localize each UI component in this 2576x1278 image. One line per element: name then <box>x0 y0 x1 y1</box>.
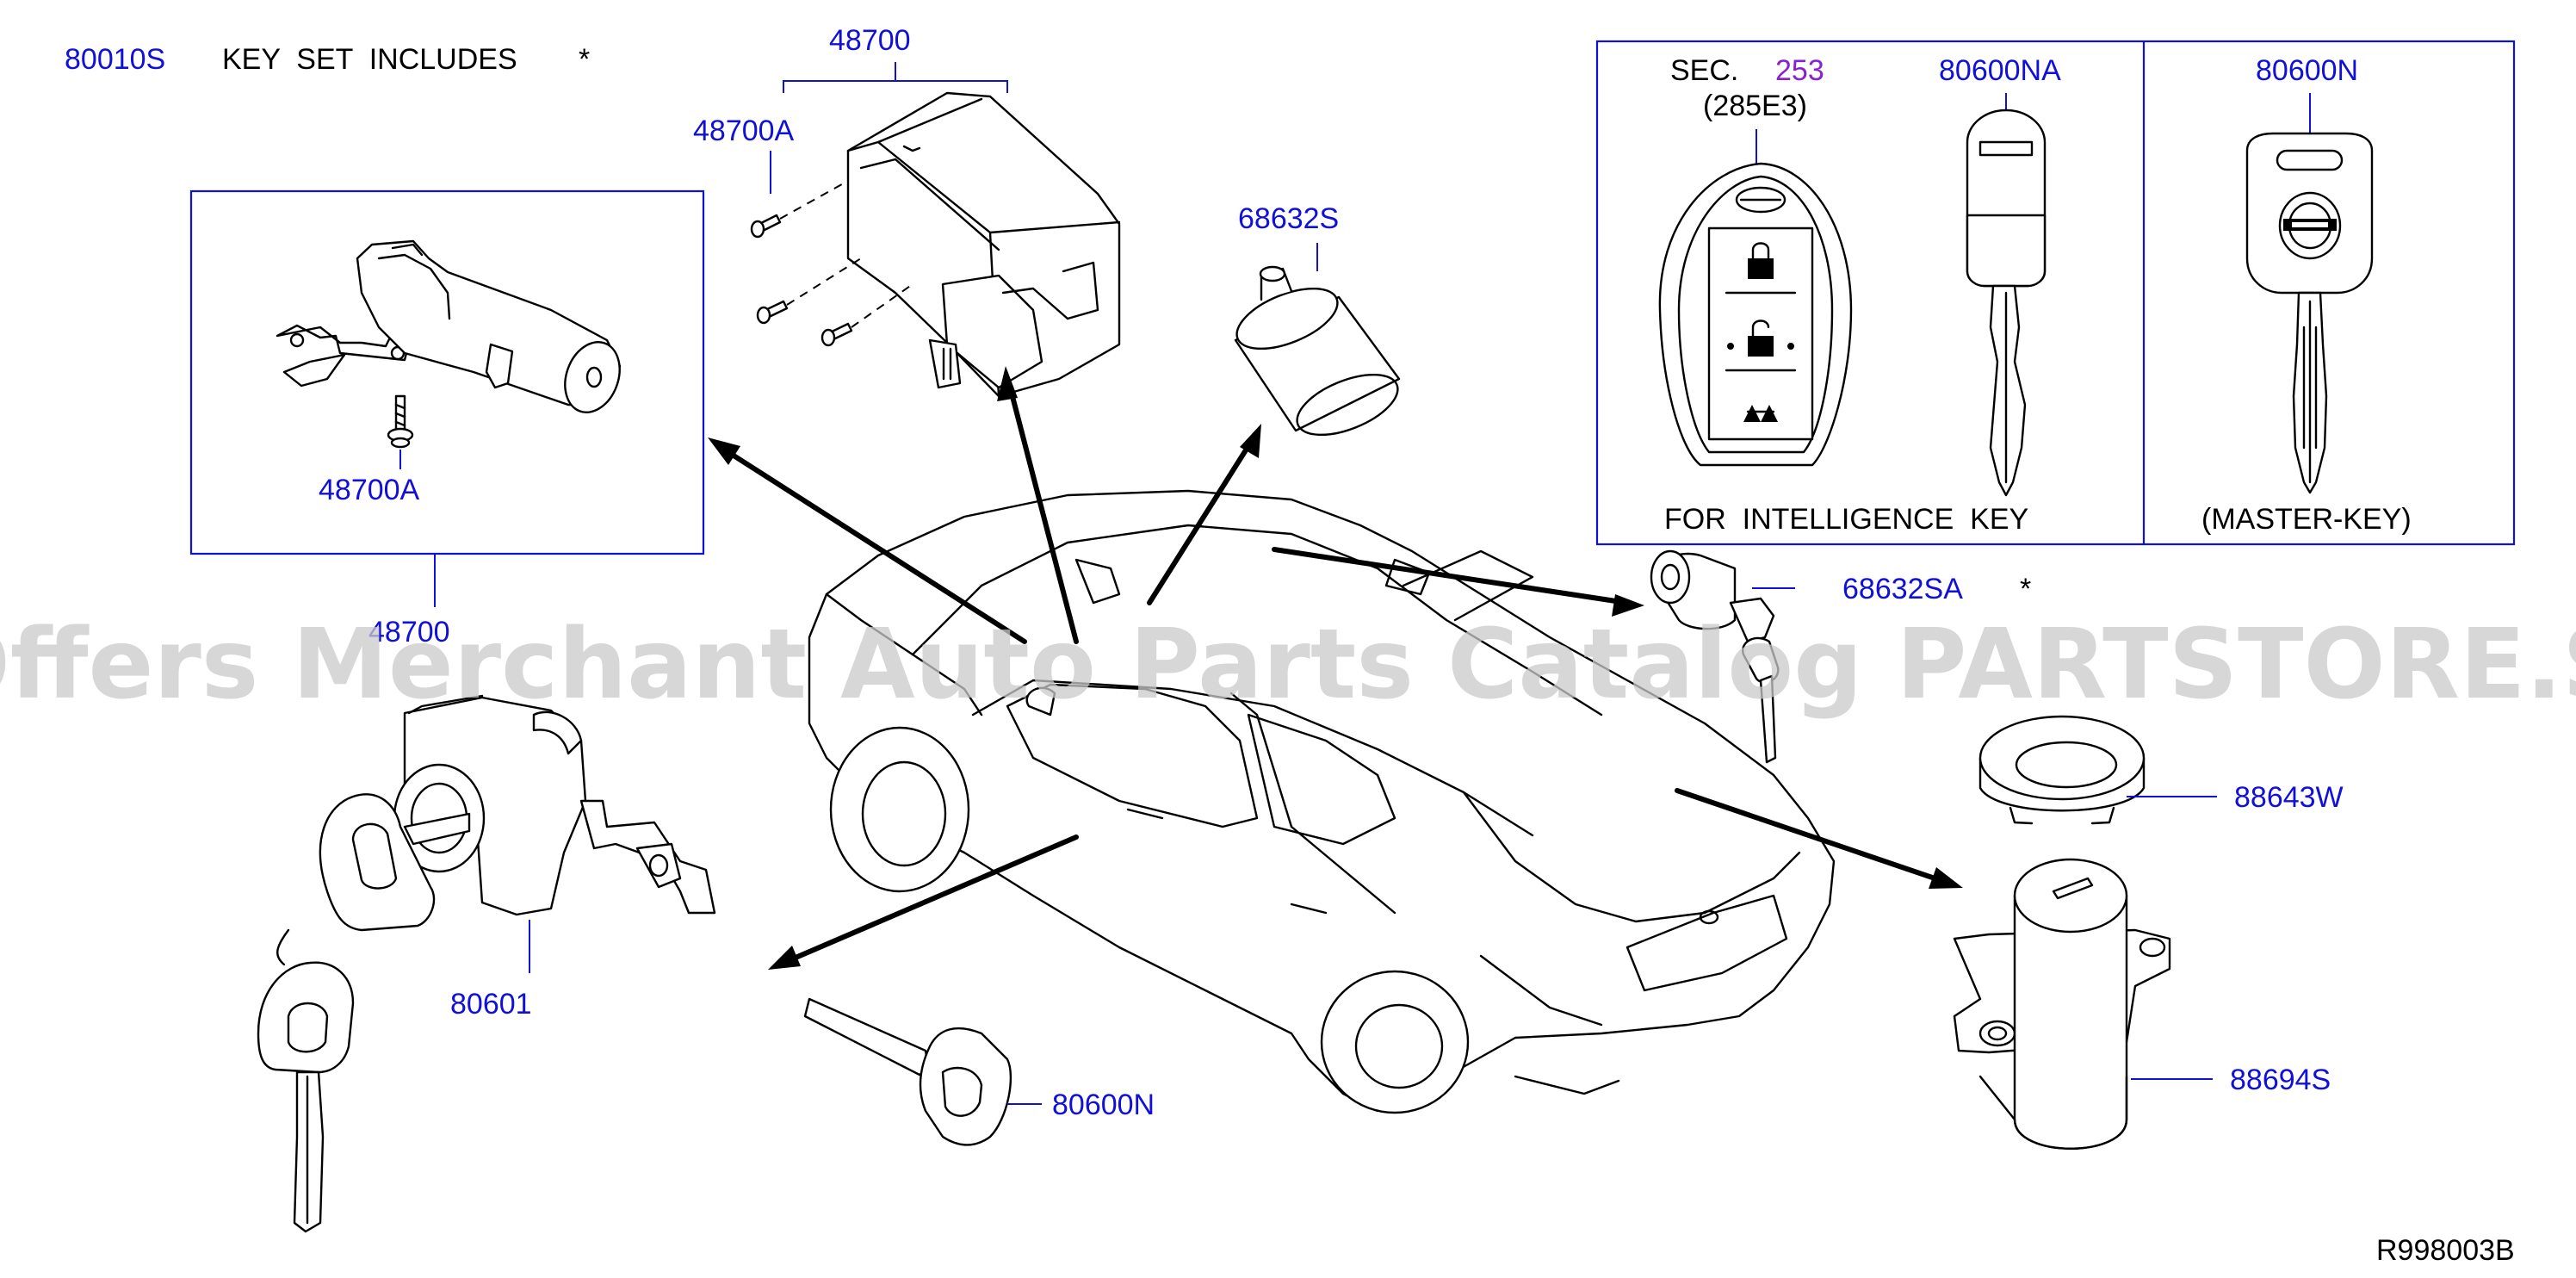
section-sub-number: (285E3) <box>1703 90 1807 122</box>
part-number-48700-top[interactable]: 48700 <box>829 24 911 57</box>
part-number-80601[interactable]: 80601 <box>450 988 532 1021</box>
part-number-68632SA[interactable]: 68632SA <box>1842 573 1963 605</box>
lock-icon[interactable] <box>1748 242 1774 280</box>
steering-lock-unit-drawing[interactable] <box>750 91 1121 398</box>
part-number-68632S[interactable]: 68632S <box>1238 202 1339 235</box>
callout-arrows <box>708 366 1963 970</box>
section-number[interactable]: 253 <box>1775 54 1824 87</box>
trunk-ring-88643W: 88643W <box>1978 715 2344 825</box>
part-number-48700-lower[interactable]: 48700 <box>368 616 450 648</box>
part-68632SA-asterisk: * <box>2020 573 2031 605</box>
intelligence-key-box: SEC. 253 (285E3) <box>1595 40 2516 546</box>
diagram-code: R998003B <box>2376 1234 2515 1267</box>
screw-middle[interactable] <box>756 300 789 325</box>
ignition-switch-drawing[interactable] <box>276 239 629 469</box>
vehicle-illustration <box>808 489 1836 1114</box>
screw-48700A-inbox[interactable] <box>387 394 414 449</box>
part-number-88694S[interactable]: 88694S <box>2230 1064 2331 1096</box>
watermark-text: Offers Merchant Auto Parts Catalog PARTS… <box>0 609 2576 721</box>
intelligence-box-frame <box>1595 40 2516 546</box>
lock-cylinder-68632SA-drawing[interactable] <box>1650 549 1780 764</box>
lock-cylinder-68632S-drawing[interactable] <box>1229 265 1406 447</box>
kit-description: KEY SET INCLUDES <box>222 43 517 76</box>
door-lock-80601: 80601 <box>257 694 716 1233</box>
trunk-cylinder-88694S: 88694S <box>1953 858 2331 1150</box>
part-number-80600N-top[interactable]: 80600N <box>2256 54 2358 87</box>
intelligence-key-caption: FOR INTELLIGENCE KEY <box>1664 503 2028 536</box>
part-number-48700A-lower[interactable]: 48700A <box>319 474 420 506</box>
panic-horn-icon[interactable] <box>1743 405 1778 422</box>
ignition-box-frame <box>189 189 705 555</box>
master-key-80600N[interactable] <box>2245 132 2374 494</box>
trunk-ring-88643W-drawing[interactable] <box>1978 715 2146 825</box>
part-number-88643W[interactable]: 88643W <box>2234 781 2344 814</box>
lock-cylinder-68632SA: 68632SA * <box>1650 549 2031 764</box>
ignition-switch-box: 48700A 48700 <box>189 189 705 648</box>
steering-lock-unit: 48700 48700A <box>693 24 1121 398</box>
part-number-80010S[interactable]: 80010S <box>65 43 165 76</box>
part-number-48700A-top[interactable]: 48700A <box>693 115 795 147</box>
key-80600N-bottom: 80600N <box>803 997 1155 1146</box>
side-mirror <box>1025 686 1056 717</box>
part-number-80600N-bottom[interactable]: 80600N <box>1052 1089 1155 1121</box>
screw-lower[interactable] <box>820 322 853 347</box>
intelligence-key-fob[interactable] <box>1658 162 1853 467</box>
unlock-icon[interactable] <box>1727 320 1794 357</box>
kit-header: 80010S KEY SET INCLUDES * <box>65 43 590 76</box>
section-label: SEC. <box>1670 54 1738 87</box>
screw-upper[interactable] <box>750 214 782 239</box>
rear-wheel <box>1320 970 1470 1114</box>
emergency-key-80600NA[interactable] <box>1966 109 2047 497</box>
master-key-caption: (MASTER-KEY) <box>2201 503 2412 536</box>
front-wheel <box>829 726 970 893</box>
door-lock-80601-drawing[interactable] <box>257 694 716 1233</box>
trunk-cylinder-88694S-drawing[interactable] <box>1953 858 2171 1150</box>
key-80600N-bottom-drawing[interactable] <box>803 997 1012 1146</box>
lock-cylinder-68632S: 68632S <box>1229 202 1406 447</box>
kit-asterisk: * <box>579 43 590 76</box>
part-number-80600NA[interactable]: 80600NA <box>1939 54 2061 87</box>
nissan-emblem-icon <box>2283 202 2337 250</box>
